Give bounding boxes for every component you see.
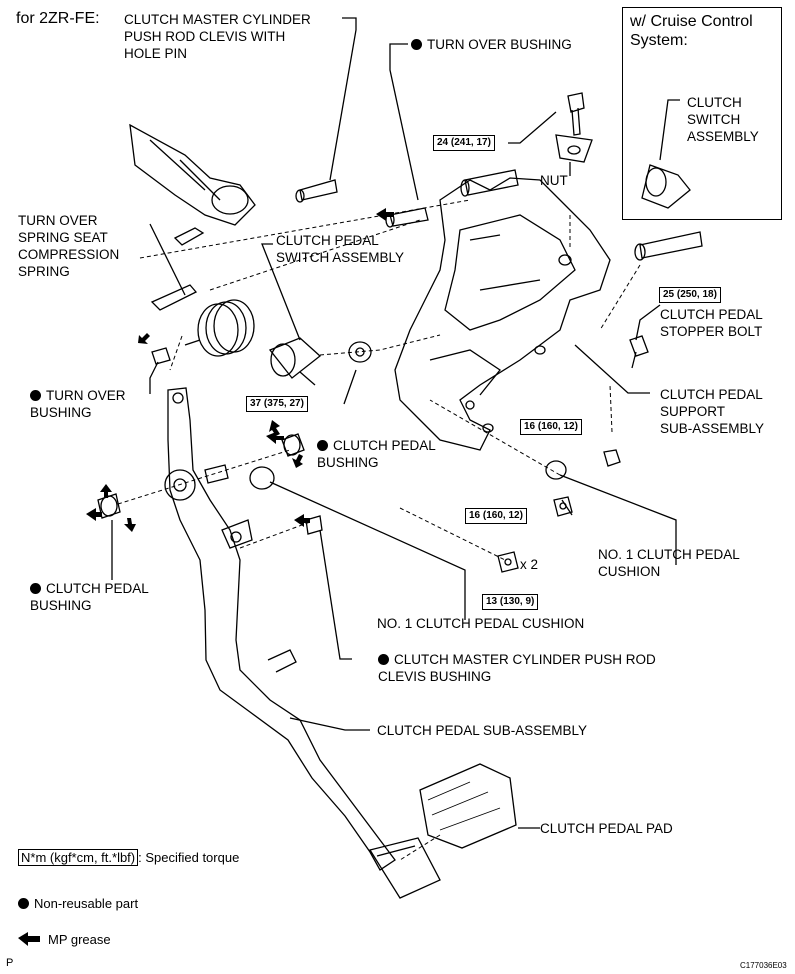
- turn-over-spring-label: TURN OVER SPRING SEAT COMPRESSION SPRING: [18, 213, 120, 279]
- leader-cushion-bottom: [269, 481, 466, 620]
- cruise-inset-title: w/ Cruise Control System:: [630, 13, 753, 49]
- leader-master-cyl-clevis: [329, 17, 357, 181]
- pedal-bushing-left-label: CLUTCH PEDAL BUSHING: [30, 581, 149, 613]
- torque-25-box: 25 (250, 18): [659, 287, 721, 303]
- torque-24-box: 24 (241, 17): [433, 135, 495, 151]
- leader-spring: [149, 223, 186, 296]
- clevis-bushing-label: CLUTCH MASTER CYLINDER PUSH ROD CLEVIS B…: [378, 652, 656, 684]
- grease-arrow-legend: [18, 932, 40, 946]
- leader-torque-24: [508, 111, 557, 144]
- clutch-switch-assembly-label: CLUTCH SWITCH ASSEMBLY: [687, 95, 759, 144]
- legend-torque: N*m (kgf*cm, ft.*lbf): Specified torque: [18, 849, 239, 866]
- cushion-right-label: NO. 1 CLUTCH PEDAL CUSHION: [598, 547, 740, 579]
- grease-arrow-mid-b: [269, 420, 280, 436]
- legend-torque-box: N*m (kgf*cm, ft.*lbf): [18, 849, 139, 866]
- pedal-sub-assembly-label: CLUTCH PEDAL SUB-ASSEMBLY: [377, 723, 588, 738]
- pedal-support-label: CLUTCH PEDAL SUPPORT SUB-ASSEMBLY: [660, 387, 765, 436]
- torque-16b-box: 16 (160, 12): [465, 508, 527, 524]
- legend-torque-text: : Specified torque: [138, 850, 240, 865]
- grease-arrow-top: [376, 208, 394, 221]
- grease-arrow-bottom: [294, 514, 310, 527]
- grease-arrow-left-upper: [138, 333, 150, 344]
- nut-label: NUT: [540, 173, 568, 188]
- model-label: for 2ZR-FE:: [16, 10, 100, 27]
- leader-support: [574, 344, 650, 394]
- grease-arrow-left-c: [124, 518, 136, 532]
- leader-pedal-switch: [261, 243, 301, 341]
- grease-arrow-left-a: [86, 508, 102, 521]
- stopper-bolt-label: CLUTCH PEDAL STOPPER BOLT: [660, 307, 763, 339]
- pedal-switch-label: CLUTCH PEDAL SWITCH ASSEMBLY: [276, 233, 405, 265]
- leader-pedal-sub: [289, 717, 370, 731]
- pedal-bushing-mid-label: CLUTCH PEDAL BUSHING: [317, 438, 436, 470]
- turn-over-bushing-left-label: TURN OVER BUSHING: [30, 388, 126, 420]
- footer-left-code: P: [6, 957, 14, 969]
- leader-cruise-switch: [659, 99, 680, 161]
- grease-arrow-left-b: [100, 484, 112, 498]
- leader-clevis-bushing: [319, 529, 352, 660]
- master-cyl-clevis-label: CLUTCH MASTER CYLINDER PUSH ROD CLEVIS W…: [124, 12, 311, 61]
- grease-arrow-mid-c: [292, 454, 303, 468]
- legend-grease: MP grease: [48, 932, 111, 947]
- turn-over-bushing-top-label: TURN OVER BUSHING: [411, 36, 572, 53]
- footer-right-code: C177036E03: [740, 961, 787, 970]
- leader-stopper-bolt: [635, 304, 661, 341]
- leader-torque-37: [343, 369, 357, 405]
- leader-turn-over-left: [149, 361, 159, 394]
- torque-37-box: 37 (375, 27): [246, 396, 308, 412]
- pedal-pad-label: CLUTCH PEDAL PAD: [540, 821, 673, 836]
- grease-arrow-mid-a: [266, 432, 284, 444]
- leader-cushion-right: [559, 474, 677, 565]
- torque-13-box: 13 (130, 9): [482, 594, 539, 610]
- cushion-bottom-label: NO. 1 CLUTCH PEDAL CUSHION: [377, 616, 585, 631]
- cruise-control-inset-frame: [622, 7, 782, 220]
- times-two-label: x 2: [520, 557, 539, 572]
- torque-16a-box: 16 (160, 12): [520, 419, 582, 435]
- legend-non-reusable: Non-reusable part: [18, 895, 138, 912]
- leader-turn-over-bushing-top: [389, 43, 419, 201]
